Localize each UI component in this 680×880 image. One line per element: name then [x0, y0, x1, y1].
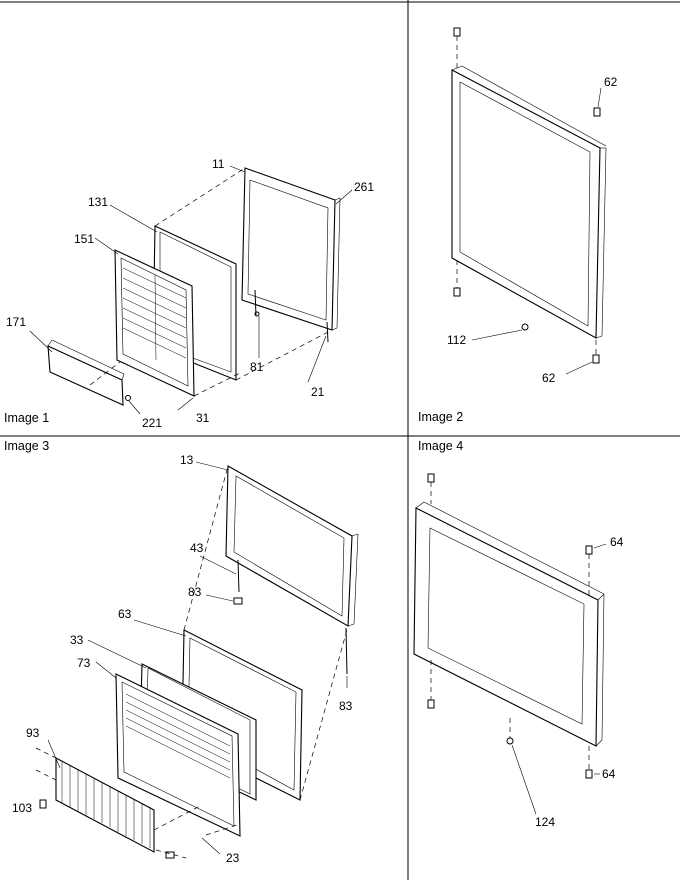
screws-64: [427, 473, 593, 779]
label-103: 103: [12, 801, 32, 815]
leader-151: [94, 237, 119, 255]
bottom-right-screw-4: [585, 769, 593, 779]
label-31: 31: [196, 411, 210, 425]
hinge-bushing-124: [506, 737, 514, 745]
leader-13: [195, 461, 229, 471]
panel-image-2: 62 112 62 Image 2: [418, 27, 618, 424]
leader-131: [109, 204, 158, 233]
label-124: 124: [535, 815, 555, 829]
label-171: 171: [6, 315, 26, 329]
label-93: 93: [26, 726, 40, 740]
leader-73: [95, 661, 117, 679]
assembly-guides-1: [89, 167, 333, 397]
panel-image-4: 64 64 124 Image 4: [413, 439, 624, 829]
screws-62: [453, 27, 601, 364]
grille-93: [55, 757, 155, 853]
label-64-top: 64: [610, 535, 624, 549]
assembly-guides-3: [35, 465, 349, 859]
hinge-43: [233, 597, 243, 605]
leader-21: [307, 335, 327, 383]
label-221: 221: [142, 416, 162, 430]
label-62-bottom: 62: [542, 371, 556, 385]
door-frame-assembly: [451, 65, 607, 339]
label-33: 33: [70, 633, 84, 647]
leader-11: [229, 165, 246, 173]
label-131: 131: [88, 195, 108, 209]
side-screw-4: [585, 545, 593, 555]
leader-31: [177, 397, 194, 411]
leader-43: [199, 555, 237, 575]
screw-103: [39, 799, 47, 809]
side-screw: [593, 107, 601, 117]
label-21: 21: [311, 385, 325, 399]
leader-33: [87, 639, 147, 669]
leader-83-top: [205, 594, 234, 602]
label-43: 43: [190, 541, 204, 555]
label-261: 261: [354, 180, 374, 194]
door-frame-assembly-4: [413, 501, 605, 747]
label-112: 112: [447, 333, 466, 347]
caption-image-3: Image 3: [4, 439, 49, 453]
leader-261: [335, 189, 353, 205]
label-73: 73: [77, 656, 91, 670]
door-frame-13: [225, 465, 359, 675]
hinge-bushing-112: [521, 323, 529, 331]
caption-image-1: Image 1: [4, 411, 49, 425]
leader-23: [201, 837, 221, 855]
hinge-pin-81: [254, 311, 260, 317]
bottom-right-screw: [592, 354, 600, 364]
label-62-top: 62: [604, 75, 618, 89]
label-83-top: 83: [188, 585, 202, 599]
top-screw: [453, 27, 461, 37]
screw-221: [125, 395, 131, 401]
panel-image-1: 11 261 131 151 171 81 21 221 31 Image 1: [4, 157, 374, 430]
top-screw-4: [427, 473, 435, 483]
caption-image-2: Image 2: [418, 410, 463, 424]
bottom-left-screw: [453, 287, 461, 297]
leader-62-top: [597, 87, 602, 108]
label-81: 81: [250, 360, 264, 374]
label-11: 11: [212, 157, 225, 171]
label-151: 151: [74, 232, 94, 246]
leader-171: [29, 330, 53, 353]
caption-image-4: Image 4: [418, 439, 463, 453]
leader-63: [133, 619, 187, 637]
screw-bottom: [165, 851, 175, 859]
bottom-left-screw-4: [427, 699, 435, 709]
leader-112: [471, 329, 523, 341]
label-63: 63: [118, 607, 132, 621]
label-23: 23: [226, 851, 240, 865]
leader-221: [128, 400, 141, 415]
door-bin-171: [47, 339, 125, 406]
leader-93: [47, 739, 61, 769]
panel-image-3: 13 43 83 63 33 73 93 103 83 23 Image 3: [4, 439, 359, 865]
label-64-bottom: 64: [602, 767, 616, 781]
label-83-bottom: 83: [339, 699, 353, 713]
leader-64-top: [593, 543, 607, 549]
leader-62-bottom: [565, 361, 593, 375]
leader-124: [511, 744, 537, 815]
label-13: 13: [180, 453, 194, 467]
